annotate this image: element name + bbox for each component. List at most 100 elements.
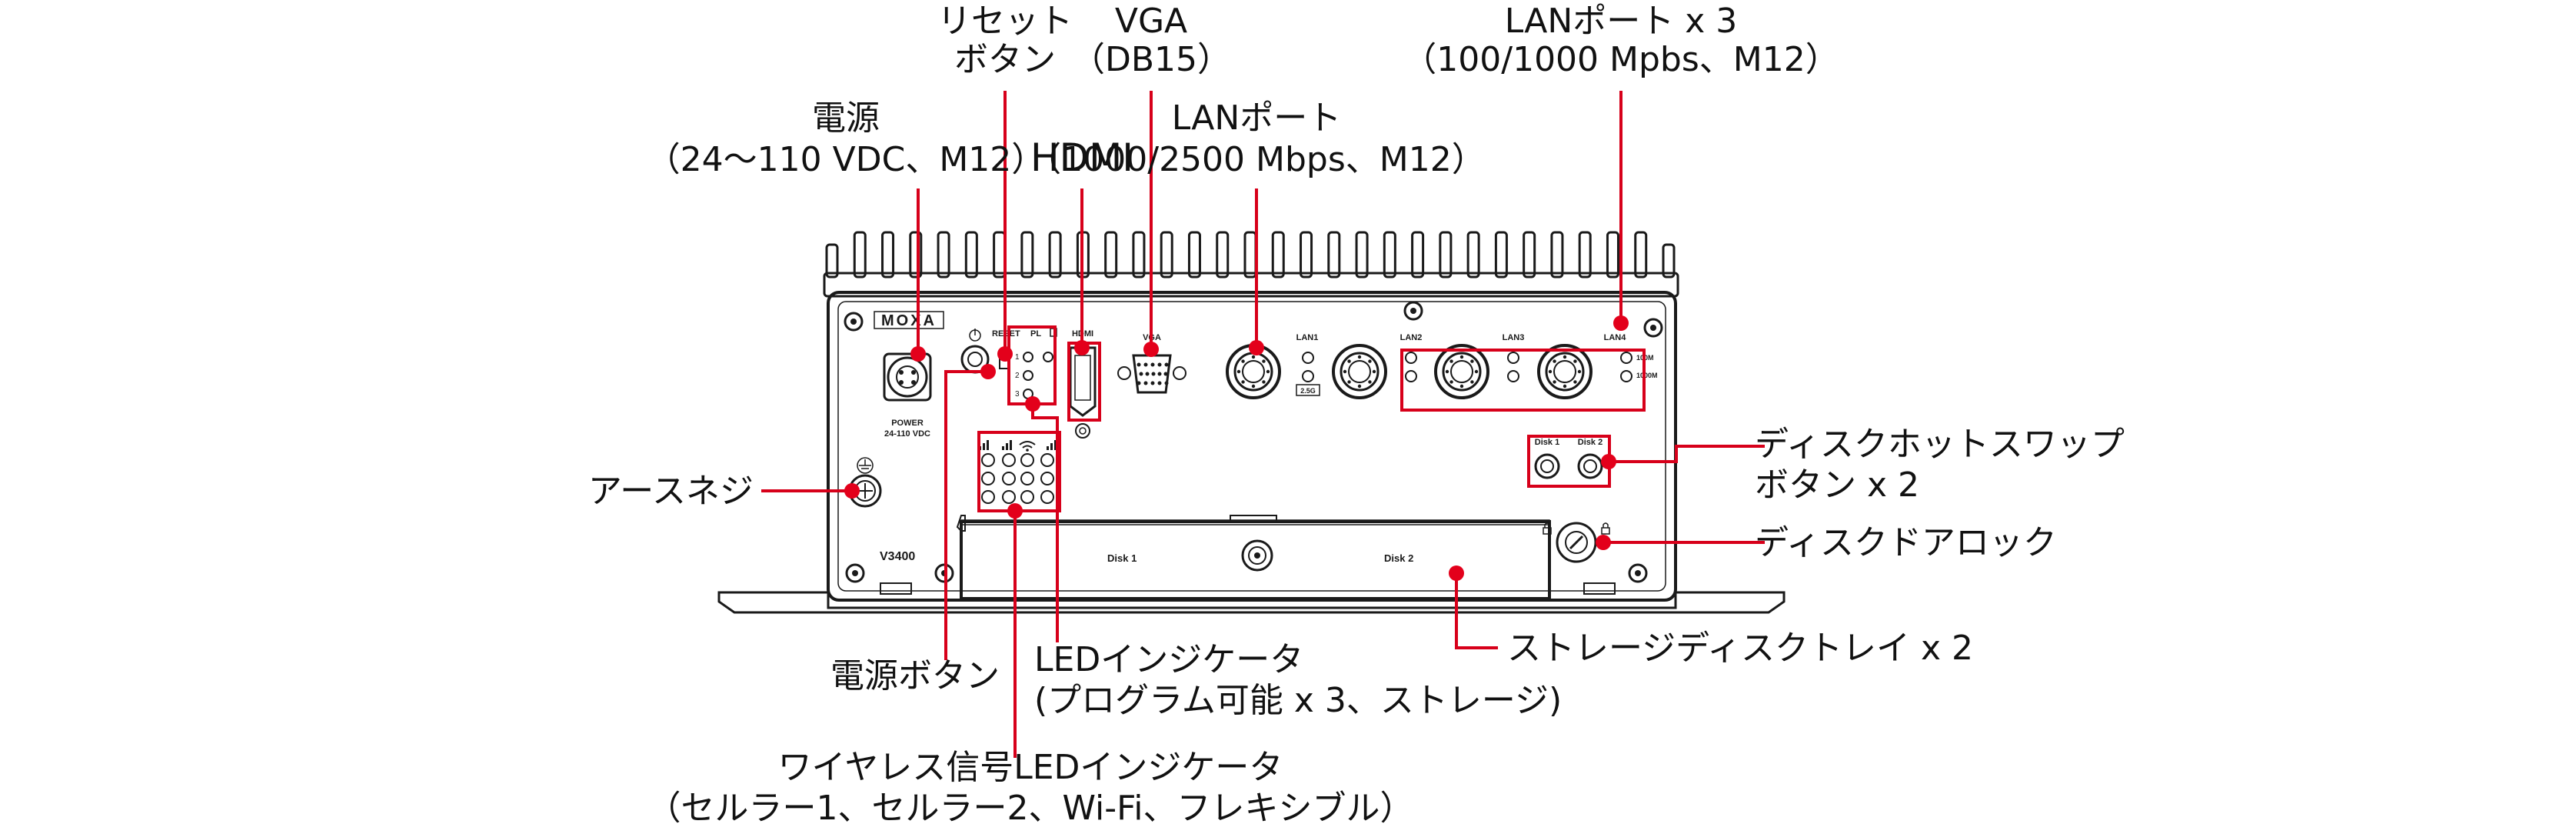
lan-m12-port[interactable]	[1434, 344, 1489, 399]
wireless-led	[1002, 490, 1016, 504]
lan-label: LAN1	[1296, 333, 1319, 342]
wireless-led	[1040, 472, 1054, 485]
disk-2-hotswap-button[interactable]	[1577, 453, 1603, 479]
callout-dots	[844, 315, 1629, 581]
wireless-led	[1020, 490, 1034, 504]
lan-led	[1507, 352, 1519, 364]
disk-door-lock[interactable]	[1556, 522, 1597, 563]
callout-power-line2: （24～110 VDC、M12）	[647, 140, 1046, 179]
heatsink-fin	[1523, 231, 1536, 279]
corner-screw	[1403, 301, 1423, 321]
vga-port[interactable]	[1117, 354, 1186, 394]
heatsink-fin	[1216, 231, 1230, 279]
vga-pin	[1137, 362, 1141, 367]
storage-disk-tray[interactable]	[956, 515, 1551, 600]
pl-number: 1	[1015, 353, 1020, 362]
heatsink-fin	[1634, 231, 1648, 279]
vga-pin	[1157, 381, 1162, 385]
lan-led	[1620, 352, 1632, 364]
lan-led	[1620, 370, 1632, 382]
power-icon	[969, 329, 981, 342]
heatsink-fin	[1550, 231, 1564, 279]
corner-screw	[844, 312, 864, 332]
heatsink-fin	[1132, 231, 1146, 279]
callout-wireless-line1: ワイヤレス信号LEDインジケータ	[778, 748, 1283, 787]
corner-screw	[1628, 563, 1648, 583]
callout-tray: ストレージディスクトレイ x 2	[1507, 629, 1973, 668]
vga-pin	[1164, 362, 1169, 367]
lan-led-label: 1000M	[1636, 372, 1658, 379]
lan-port-group	[1226, 344, 1632, 399]
heatsink-fin	[1606, 231, 1619, 279]
lan-m12-port[interactable]	[1537, 344, 1593, 399]
callout-lan-x3-line2: （100/1000 Mpbs、M12）	[1403, 40, 1839, 79]
model-label: V3400	[880, 550, 915, 563]
callout-reset-line1: リセット	[937, 2, 1073, 41]
power-label: POWER	[891, 419, 924, 428]
callout-lan-x3-line1: LANポート x 3	[1505, 2, 1738, 41]
callout-lines	[761, 91, 1765, 758]
callout-wireless-line2: （セルラー1、セルラー2、Wi-Fi、フレキシブル）	[647, 789, 1414, 828]
callout-vga-line1: VGA	[1115, 2, 1187, 41]
power-voltage-label: 24-110 VDC	[884, 429, 930, 439]
lan-m12-port[interactable]	[1332, 344, 1387, 399]
heatsink-fin	[1662, 243, 1676, 279]
wireless-led	[1040, 490, 1054, 504]
tray-center-screw	[1241, 539, 1273, 572]
vga-pin	[1151, 372, 1156, 376]
heatsink-fin	[825, 243, 839, 279]
callout-led-line2: (プログラム可能 x 3、ストレージ)	[1034, 681, 1562, 720]
vga-pin	[1139, 372, 1143, 376]
heatsink-fin	[1243, 231, 1257, 279]
lan-label: LAN4	[1604, 333, 1627, 342]
vga-pin	[1164, 381, 1169, 385]
heatsink-fin	[1494, 231, 1508, 279]
pl-number: 2	[1015, 372, 1020, 380]
heatsink-fin	[1104, 231, 1118, 279]
wireless-led	[1020, 453, 1034, 467]
brand-logo: MOXA	[881, 312, 937, 329]
callout-hotswap-line2: ボタン x 2	[1755, 465, 1919, 505]
wireless-led	[981, 453, 995, 467]
heatsink-fin	[1187, 231, 1201, 279]
pl-label: PL	[1030, 329, 1041, 339]
corner-screw	[1643, 318, 1663, 338]
device-front-panel: MOXA POWER 24-110 VDC RESET PL 1 2 3	[717, 231, 1786, 614]
heatsink-fin	[1355, 231, 1369, 279]
callout-disklock: ディスクドアロック	[1755, 523, 2057, 562]
signal-icon	[979, 440, 1057, 450]
vga-pin	[1143, 362, 1148, 367]
wifi-icon	[1019, 441, 1036, 452]
heatsink-fin	[1160, 231, 1173, 279]
pl-number: 3	[1015, 390, 1020, 399]
lan-label: LAN3	[1503, 333, 1525, 342]
callout-lan-line2: （1000/2500 Mbps、M12）	[1027, 140, 1485, 179]
vga-pin	[1163, 372, 1168, 376]
wireless-led	[1002, 472, 1016, 485]
callout-led-line1: LEDインジケータ	[1034, 640, 1303, 679]
heatsink-fin	[909, 231, 923, 279]
disk-button-label: Disk 1	[1535, 438, 1559, 447]
vga-pin	[1157, 372, 1162, 376]
lan-led	[1302, 370, 1314, 382]
heatsink-fin	[1300, 231, 1313, 279]
vga-pin	[1137, 381, 1141, 385]
wireless-led	[1040, 453, 1054, 467]
vga-pin	[1150, 362, 1155, 367]
heatsink-fin	[1020, 231, 1034, 279]
hdmi-port[interactable]	[1069, 346, 1097, 417]
callout-labels: リセット ボタン VGA （DB15） LANポート x 3 （100/1000…	[588, 2, 2125, 828]
heatsink-fin	[1466, 231, 1480, 279]
pl-led	[1023, 370, 1033, 381]
lan-led	[1507, 370, 1519, 382]
wireless-led	[1020, 472, 1034, 485]
wireless-led-grid	[981, 453, 1054, 504]
heatsink-fin	[1578, 231, 1592, 279]
power-connector[interactable]	[883, 352, 932, 402]
tray-label: Disk 2	[1384, 552, 1413, 564]
vga-pin	[1157, 362, 1162, 367]
callout-lan-line1: LANポート	[1172, 98, 1342, 138]
lan-led	[1405, 352, 1417, 364]
disk-1-hotswap-button[interactable]	[1534, 453, 1560, 479]
